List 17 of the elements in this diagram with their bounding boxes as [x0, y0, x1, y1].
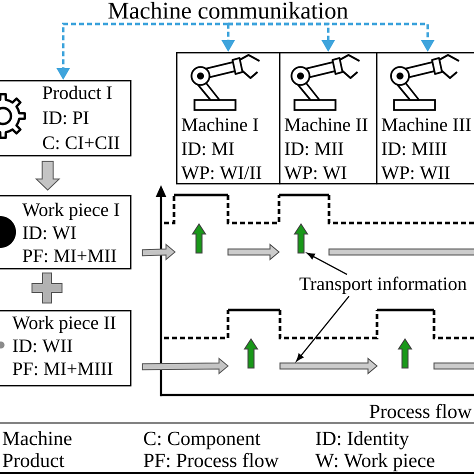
leader-line: [306, 252, 348, 275]
info-box: Work piece II ID: WII PF: MI+MIII: [0, 310, 132, 386]
block-arrow: [142, 243, 176, 261]
legend-text: ID: Identity: [316, 431, 409, 450]
block-arrow: [142, 357, 229, 375]
block-arrow: [34, 160, 60, 191]
callout-label: Transport information: [300, 276, 467, 294]
axis-label: Process flow: [370, 404, 472, 418]
legend-text: C: Component: [144, 432, 260, 450]
heading: Machine communikation: [108, 2, 348, 19]
legend-text: PF: Process flow: [144, 452, 279, 468]
legend-text: Product: [2, 453, 64, 468]
info-box: Work piece I ID: WI PF: MI+MII: [0, 195, 132, 270]
info-box: Product I ID: PI C: CI+CII: [0, 80, 132, 156]
leader-line: [296, 296, 350, 362]
legend-text: Machine: [2, 431, 72, 446]
legend-text: W: Work piece: [315, 453, 434, 472]
